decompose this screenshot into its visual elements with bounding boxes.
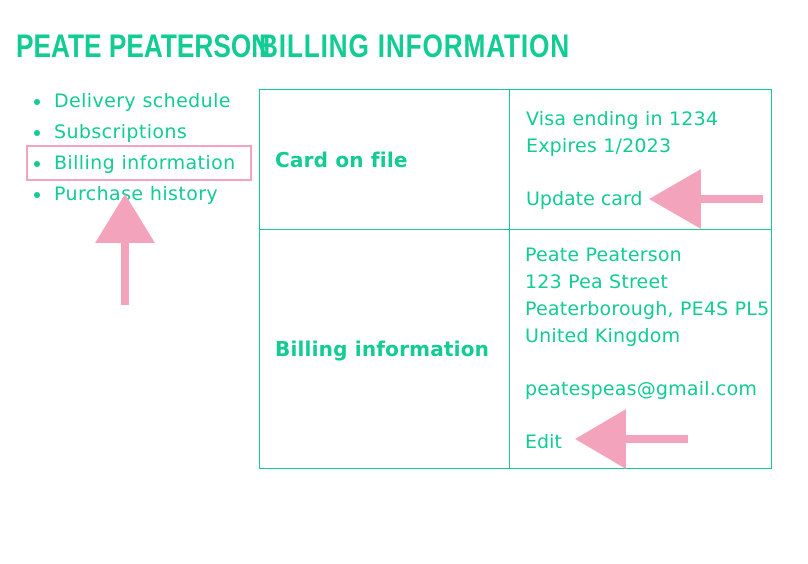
billing-details-cell: Peate Peaterson 123 Pea Street Peaterbor… [509, 229, 772, 469]
page-title: BILLING INFORMATION [259, 28, 570, 64]
card-expiry: Expires 1/2023 [526, 135, 672, 157]
sidebar-nav: Delivery schedule Subscriptions Billing … [32, 86, 236, 210]
sidebar-item-subscriptions[interactable]: Subscriptions [32, 117, 236, 148]
billing-email: peatespeas@gmail.com [525, 378, 758, 400]
card-details-cell: Visa ending in 1234 Expires 1/2023 Updat… [509, 89, 772, 230]
card-on-file-label: Card on file [259, 89, 510, 230]
billing-name: Peate Peaterson [525, 244, 682, 266]
billing-information-label: Billing information [259, 229, 510, 469]
user-name: PEATE PEATERSON [16, 28, 271, 64]
card-description: Visa ending in 1234 [526, 108, 719, 130]
spacer [525, 350, 771, 376]
table-row-billing: Billing information Peate Peaterson 123 … [259, 229, 772, 469]
arrow-up-icon [95, 194, 155, 305]
sidebar-item-delivery-schedule[interactable]: Delivery schedule [32, 86, 236, 117]
billing-city-postcode: Peaterborough, PE4S PL5 [525, 298, 770, 320]
edit-billing-link[interactable]: Edit [525, 431, 562, 453]
arrow-left-icon [649, 169, 763, 229]
sidebar-item-purchase-history[interactable]: Purchase history [32, 179, 236, 210]
sidebar-item-billing-information[interactable]: Billing information [32, 148, 236, 179]
billing-table: Card on file Visa ending in 1234 Expires… [259, 89, 772, 469]
update-card-link[interactable]: Update card [526, 188, 643, 210]
table-row-card: Card on file Visa ending in 1234 Expires… [259, 89, 772, 230]
billing-street: 123 Pea Street [525, 271, 668, 293]
billing-country: United Kingdom [525, 325, 681, 347]
arrow-left-icon [575, 409, 688, 469]
annotation-highlight-box [26, 145, 252, 181]
